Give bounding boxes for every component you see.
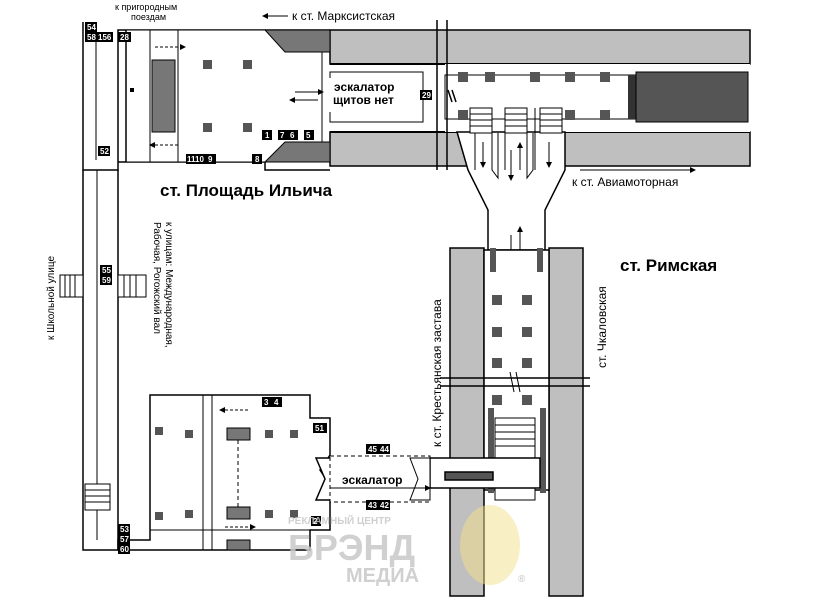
station-ilyicha-title: ст. Площадь Ильича bbox=[160, 181, 333, 200]
number-156: 156 bbox=[98, 33, 112, 42]
number-59: 59 bbox=[102, 276, 111, 285]
break-marks-top bbox=[436, 20, 457, 170]
number-28: 28 bbox=[120, 33, 129, 42]
station-rimskaya-title: ст. Римская bbox=[620, 256, 717, 275]
exit-numbers: 54 58 156 28 52 1110 9 1 7 6 5 8 29 55 5… bbox=[85, 22, 432, 554]
number-53: 53 bbox=[120, 525, 129, 534]
number-5: 5 bbox=[306, 131, 311, 140]
escalator-top-no-panels: щитов нет bbox=[333, 93, 394, 107]
escalator-top-label: эскалатор bbox=[334, 80, 395, 94]
number-4: 4 bbox=[274, 398, 279, 407]
arrow-right-icon bbox=[580, 167, 696, 173]
ilyicha-platform bbox=[329, 64, 750, 132]
number-43: 43 bbox=[368, 501, 377, 510]
number-1: 1 bbox=[265, 131, 270, 140]
number-29: 29 bbox=[422, 91, 431, 100]
number-2: 2 bbox=[313, 517, 318, 526]
lower-transfer-corridor bbox=[429, 457, 541, 489]
number-52: 52 bbox=[100, 147, 109, 156]
to-suburban-label-1: к пригородным bbox=[115, 2, 177, 12]
to-aviamotornaya-label: к ст. Авиамоторная bbox=[572, 175, 678, 189]
number-9: 9 bbox=[208, 155, 213, 164]
to-streets-label-1: к улицам: Международная, bbox=[163, 222, 174, 348]
number-51: 51 bbox=[315, 424, 324, 433]
to-streets-label-2: Рабочая, Рогожский вал bbox=[151, 222, 163, 334]
number-7: 7 bbox=[280, 131, 285, 140]
ilyicha-vestibule bbox=[82, 22, 331, 171]
watermark-registered: ® bbox=[518, 574, 526, 585]
watermark-line3: МЕДИА bbox=[346, 565, 419, 587]
number-44: 44 bbox=[380, 445, 389, 454]
to-krestyanskaya-label: к ст. Крестьянская застава bbox=[430, 299, 444, 447]
number-45: 45 bbox=[368, 445, 377, 454]
number-58: 58 bbox=[87, 33, 96, 42]
number-3: 3 bbox=[264, 398, 269, 407]
to-suburban-label-2: поездам bbox=[131, 12, 166, 22]
lower-escalator-hall bbox=[314, 455, 431, 503]
escalator-bottom-label: эскалатор bbox=[342, 473, 403, 487]
number-55: 55 bbox=[102, 266, 111, 275]
to-marksistskaya-label: к ст. Марксистская bbox=[292, 9, 395, 23]
number-54: 54 bbox=[87, 23, 96, 32]
brand-media-watermark: РЕКЛАМНЫЙ ЦЕНТР БРЭНД МЕДИА ® bbox=[288, 505, 526, 587]
number-57: 57 bbox=[120, 535, 129, 544]
watermark-line2: БРЭНД bbox=[288, 527, 415, 568]
number-42: 42 bbox=[380, 501, 389, 510]
number-1110: 1110 bbox=[187, 155, 204, 164]
lower-vestibule bbox=[59, 170, 331, 551]
number-6: 6 bbox=[290, 131, 295, 140]
rimskaya-tracks bbox=[440, 247, 590, 597]
arrow-left-icon bbox=[262, 13, 288, 19]
stairs-escalators bbox=[469, 107, 563, 261]
to-chkalovskaya-label: ст. Чкаловская bbox=[595, 286, 609, 368]
to-shkolnaya-label: к Школьной улице bbox=[46, 256, 57, 340]
number-60: 60 bbox=[120, 545, 129, 554]
number-8: 8 bbox=[255, 155, 260, 164]
watermark-line1: РЕКЛАМНЫЙ ЦЕНТР bbox=[288, 514, 391, 527]
